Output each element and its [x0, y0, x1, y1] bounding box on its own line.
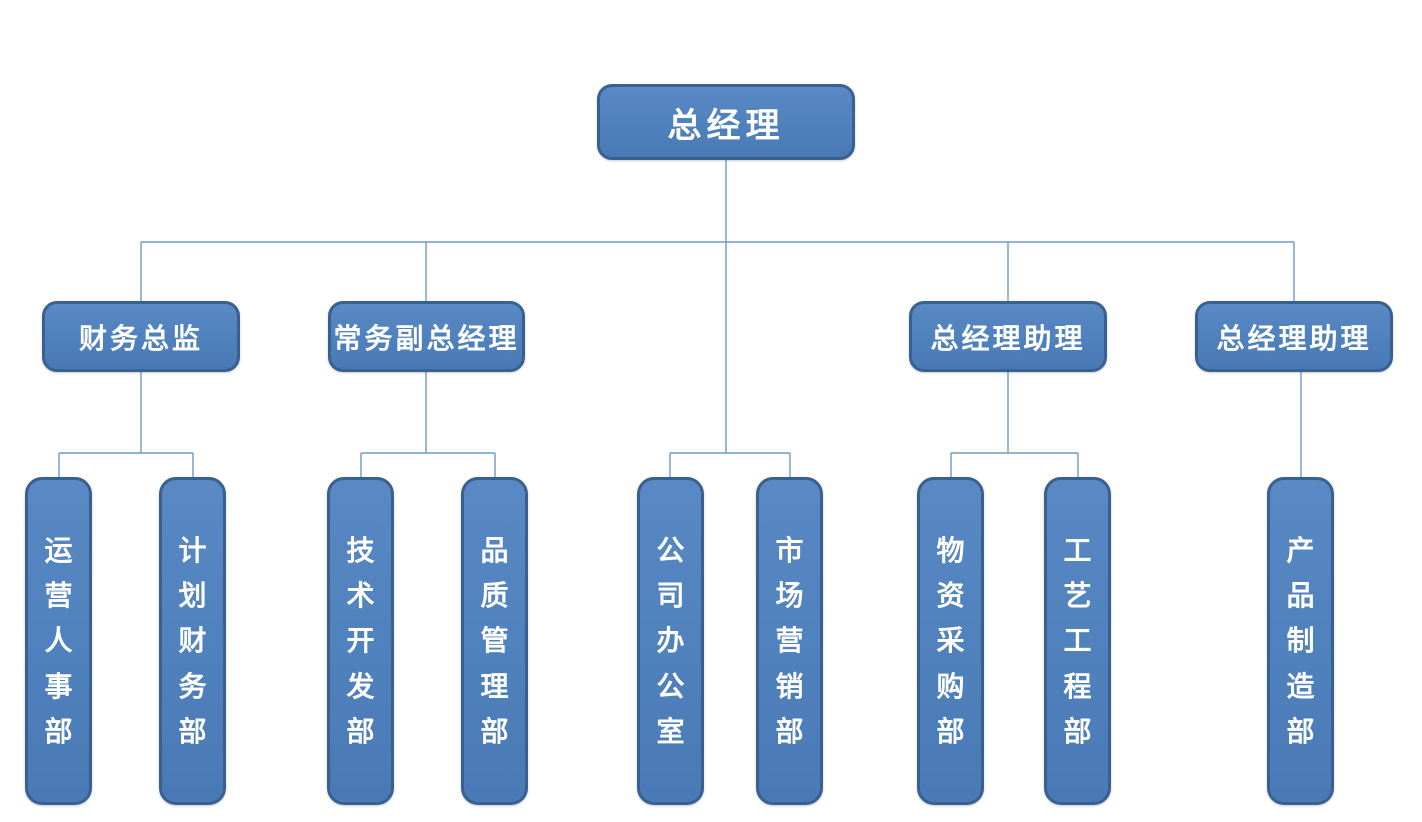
- org-node-operations-hr-dept: 运营人事部: [25, 477, 92, 805]
- org-node-label: 运营人事部: [44, 533, 73, 749]
- org-node-quality-management-dept: 品质管理部: [461, 477, 528, 805]
- org-node-label: 品质管理部: [480, 533, 509, 749]
- org-node-label: 公司办公室: [656, 533, 685, 749]
- org-node-gm-assistant-2: 总经理助理: [1195, 301, 1393, 372]
- org-node-finance-director: 财务总监: [42, 301, 240, 372]
- org-node-executive-deputy-gm: 常务副总经理: [328, 301, 525, 372]
- org-node-label: 总经理助理: [1216, 321, 1372, 355]
- org-node-label: 常务副总经理: [333, 321, 520, 355]
- org-node-gm-assistant-1: 总经理助理: [909, 301, 1107, 372]
- org-node-label: 总经理助理: [930, 321, 1086, 355]
- org-node-label: 财务总监: [78, 321, 203, 355]
- org-node-material-procurement-dept: 物资采购部: [917, 477, 984, 805]
- org-node-marketing-dept: 市场营销部: [756, 477, 823, 805]
- org-node-label: 计划财务部: [178, 533, 207, 749]
- org-node-label: 产品制造部: [1286, 533, 1315, 749]
- org-node-product-manufacturing-dept: 产品制造部: [1267, 477, 1334, 805]
- org-node-label: 市场营销部: [775, 533, 804, 749]
- org-node-label: 技术开发部: [346, 533, 375, 749]
- org-node-label: 工艺工程部: [1063, 533, 1092, 749]
- org-node-label: 物资采购部: [936, 533, 965, 749]
- org-node-tech-development-dept: 技术开发部: [327, 477, 394, 805]
- org-node-company-office: 公司办公室: [637, 477, 704, 805]
- org-node-label: 总经理: [667, 105, 785, 146]
- org-node-planning-finance-dept: 计划财务部: [159, 477, 226, 805]
- org-node-general-manager: 总经理: [597, 84, 855, 160]
- org-node-process-engineering-dept: 工艺工程部: [1044, 477, 1111, 805]
